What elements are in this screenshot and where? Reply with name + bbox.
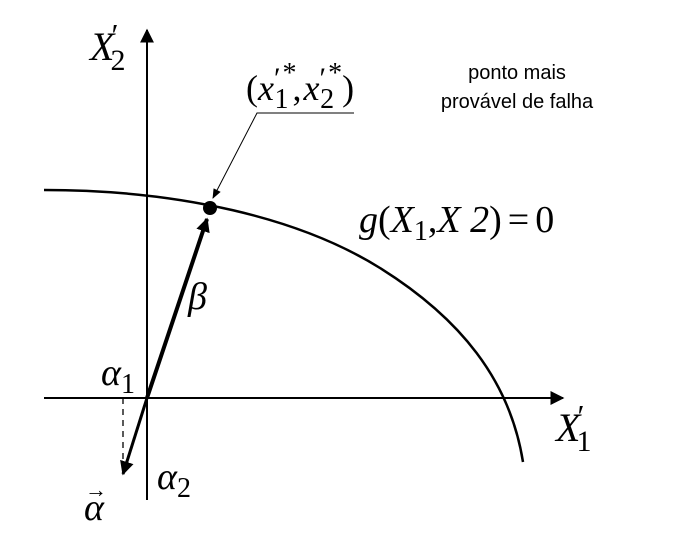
design-point-leader xyxy=(212,112,354,199)
design-point-marker xyxy=(203,201,217,215)
note-line-2: provável de falha xyxy=(441,91,594,113)
alpha-vector-label: α xyxy=(84,487,105,529)
beta-vector xyxy=(145,217,210,399)
x-axis-label: X′1 xyxy=(554,398,591,458)
beta-label: β xyxy=(187,276,207,318)
design-point-label: (x′*1,x′*2) xyxy=(246,58,354,115)
limit-state-equation: g(X1,X 2)=0 xyxy=(359,199,554,247)
alpha1-label: α1 xyxy=(101,352,135,400)
y-axis-label: X′2 xyxy=(88,17,125,77)
alpha-vector-arrow-glyph: → xyxy=(85,477,107,502)
note-line-1: ponto mais xyxy=(468,62,566,84)
alpha2-label: α2 xyxy=(157,456,191,504)
limit-state-curve xyxy=(43,188,525,463)
alpha-vector xyxy=(120,397,149,476)
